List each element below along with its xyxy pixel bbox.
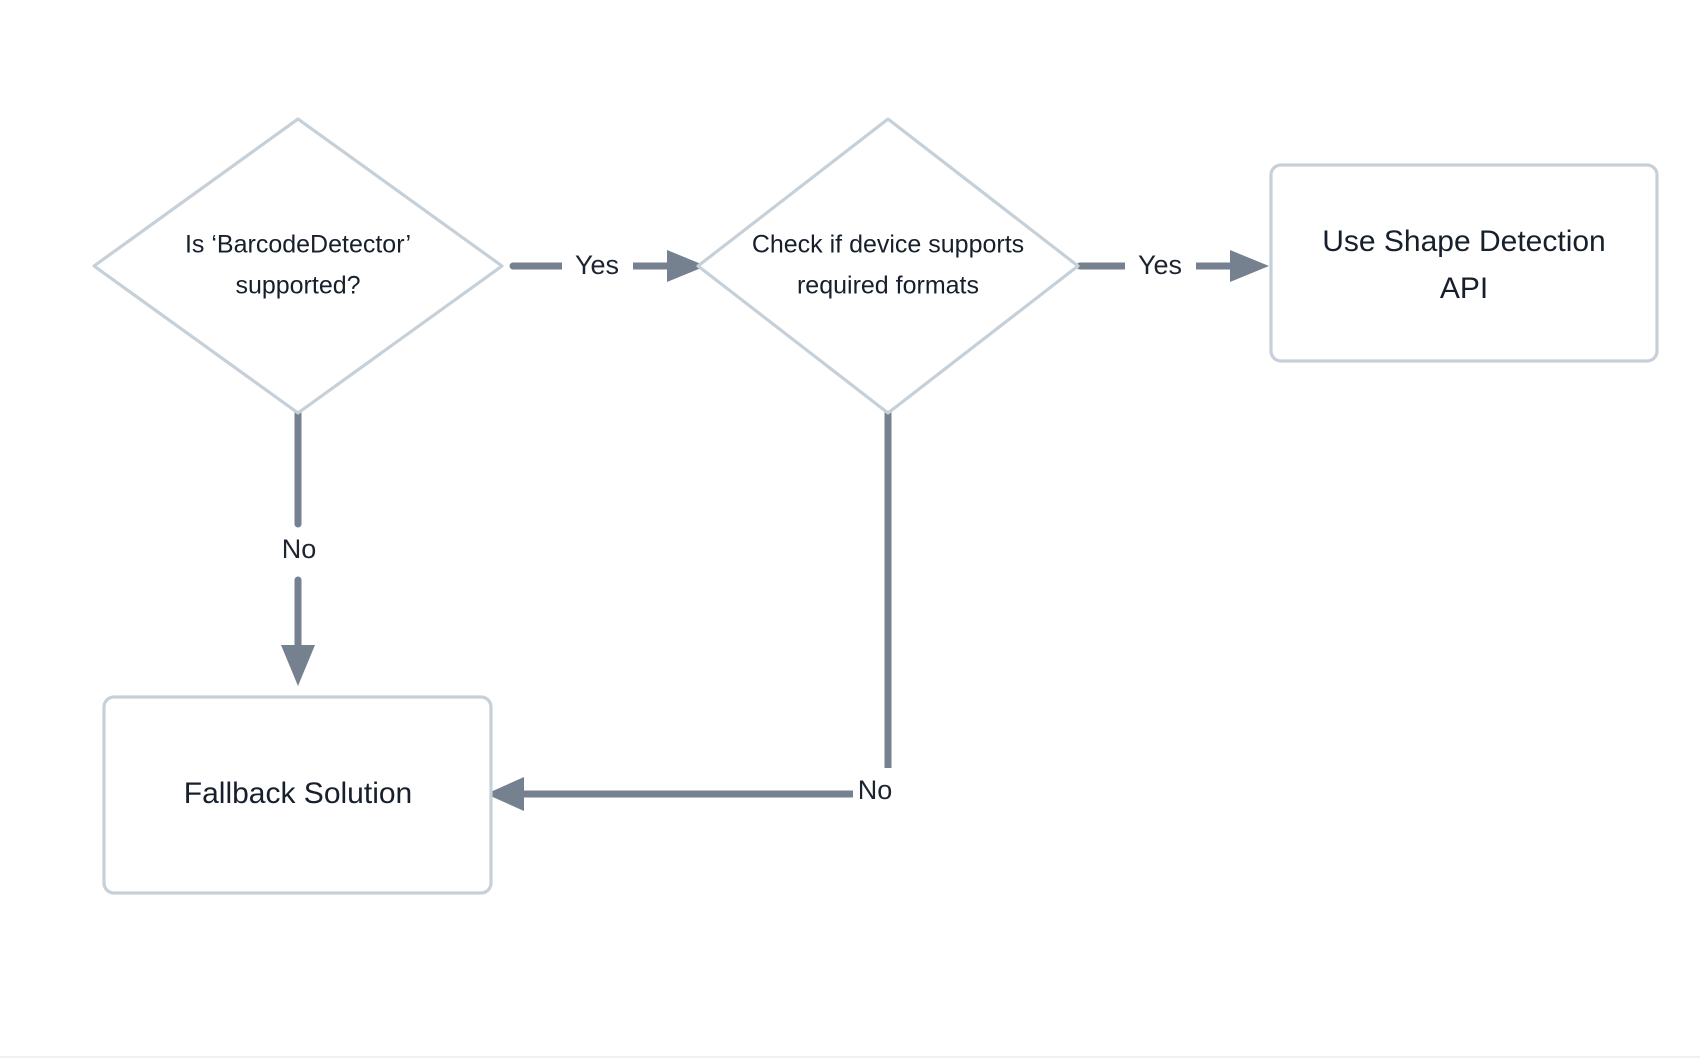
edge-formats-yes: Yes: [1076, 246, 1269, 286]
edge-formats-no-arrowhead: [486, 777, 524, 811]
node-fallback-solution-label: Fallback Solution: [184, 777, 412, 810]
node-use-shape-detection-api-shape[interactable]: [1269, 163, 1659, 363]
edge-barcode-no-label: No: [282, 534, 317, 564]
node-fallback-solution[interactable]: Fallback Solution: [102, 695, 493, 895]
canvas-bottom-divider: [0, 1056, 1700, 1058]
edge-formats-no-label-bg: [853, 768, 915, 820]
edge-formats-yes-arrowhead: [1230, 250, 1269, 282]
edge-barcode-no-arrowhead: [281, 645, 315, 686]
edge-barcode-yes-label-bg: [562, 246, 633, 286]
edge-formats-no: No: [486, 402, 915, 820]
node-barcode-detector-check-label-line-1: Is ‘BarcodeDetector’: [185, 231, 411, 259]
node-barcode-detector-check-label-line-2: supported?: [235, 272, 360, 300]
edge-formats-no-label: No: [858, 775, 893, 805]
edge-formats-yes-label: Yes: [1138, 250, 1182, 280]
node-device-format-check-label-line-1: Check if device supports: [752, 231, 1024, 259]
edge-barcode-no: No: [268, 405, 330, 686]
node-use-shape-detection-api-label-line-2: API: [1440, 272, 1488, 305]
node-barcode-detector-check[interactable]: Is ‘BarcodeDetector’ supported?: [92, 117, 504, 415]
node-fallback-solution-shape[interactable]: [102, 695, 493, 895]
node-use-shape-detection-api-label-line-1: Use Shape Detection: [1322, 225, 1606, 258]
node-use-shape-detection-api[interactable]: Use Shape Detection API: [1269, 163, 1659, 363]
edge-barcode-yes: Yes: [509, 246, 706, 286]
node-device-format-check-shape[interactable]: [696, 117, 1080, 415]
edge-formats-yes-label-bg: [1125, 246, 1196, 286]
node-device-format-check[interactable]: Check if device supports required format…: [696, 117, 1080, 415]
node-device-format-check-label-line-2: required formats: [797, 272, 979, 300]
edge-barcode-yes-arrowhead: [667, 250, 706, 282]
edge-barcode-no-label-bg: [268, 530, 330, 570]
node-barcode-detector-check-shape[interactable]: [92, 117, 504, 415]
edge-barcode-yes-label: Yes: [575, 250, 619, 280]
